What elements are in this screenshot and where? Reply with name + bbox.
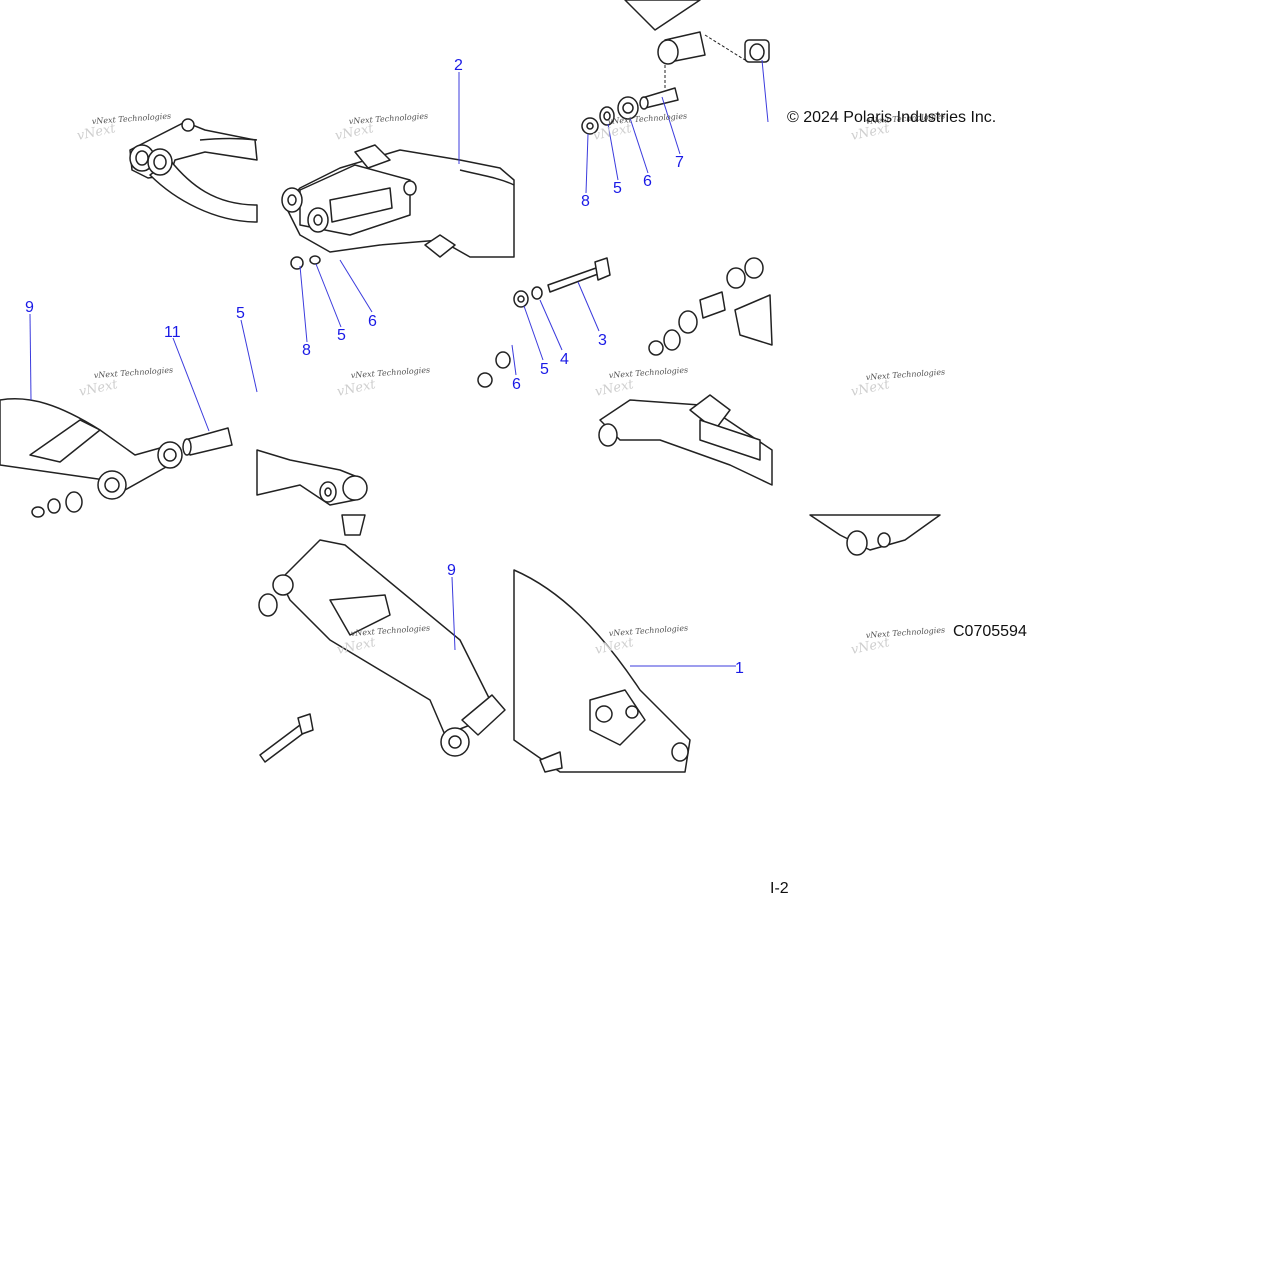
frame-drawing [281,144,515,258]
bolt-3-drawing [513,257,611,308]
callout-8: 8 [581,193,590,210]
watermark: vNext Technologies [866,625,946,640]
copyright-text: © 2024 Polaris Industries Inc. [787,109,997,126]
upper-arm-drawing [598,257,773,486]
callout-6: 6 [512,376,521,393]
page-reference: I-2 [770,880,789,897]
watermark: vNext Technologies [866,367,946,382]
arm-9-drawing [0,398,233,518]
callout-7: 7 [675,154,684,171]
callout-6: 6 [368,313,377,330]
callout-5: 5 [613,180,622,197]
svg-text:vNext: vNext [594,377,636,400]
callout-9: 9 [447,562,456,579]
callout-11: 11 [164,324,181,341]
callout-6: 6 [643,173,652,190]
watermark: vNext Technologies [351,365,431,380]
callout-8: 8 [302,342,311,359]
callout-5: 5 [337,327,346,344]
frame-1-drawing [513,569,691,773]
watermark: vNext Technologies [609,365,689,380]
arm-end-drawing [256,255,511,506]
callout-3: 3 [598,332,607,349]
leader-lines [29,59,769,667]
watermark: vNext Technologies [349,111,429,126]
callout-2: 2 [454,57,463,74]
callout-9: 9 [25,299,34,316]
arm-bracket-drawing [129,118,258,223]
svg-text:vNext: vNext [336,377,378,400]
callout-labels: 2 7 6 5 8 8 5 6 9 11 5 3 4 5 6 9 1 [25,57,744,677]
bracket-fragment-drawing [809,514,941,556]
callout-5: 5 [236,305,245,322]
callout-5: 5 [540,361,549,378]
watermark: vNext Technologies [92,111,172,126]
bushing-stack-drawing [581,0,770,135]
watermark: vNext Technologies [94,365,174,380]
svg-text:vNext: vNext [78,377,120,400]
lower-arm-drawing [258,514,506,763]
callout-4: 4 [560,351,569,368]
diagram-code: C0705594 [953,623,1027,640]
callout-1: 1 [735,660,744,677]
watermark: vNext Technologies [609,623,689,638]
